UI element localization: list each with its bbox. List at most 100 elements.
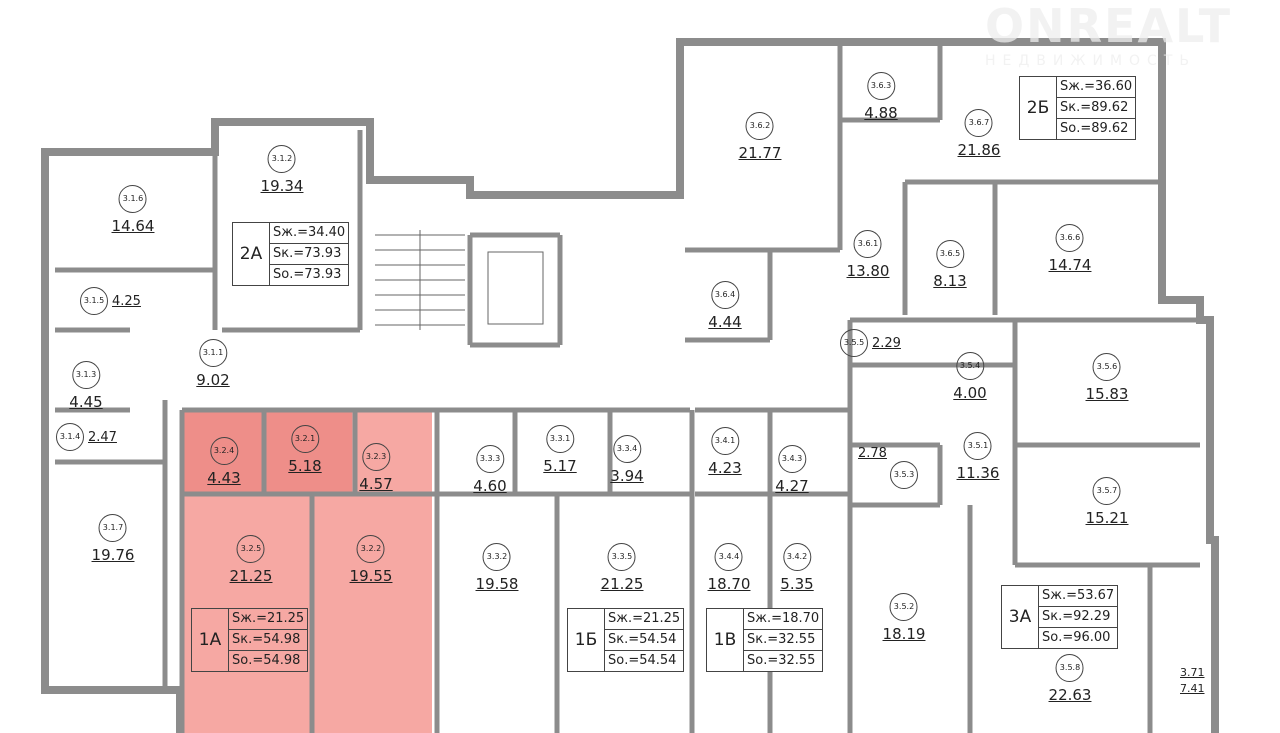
- room-number: 3.1.1: [199, 339, 227, 367]
- room-3-1-1[interactable]: 3.1.1 9.02: [196, 339, 230, 389]
- living-area: Sж.=34.40: [270, 223, 349, 244]
- room-number: 3.1.4: [56, 423, 84, 451]
- kitchen-area: Sк.=89.62: [1057, 98, 1136, 119]
- room-area: 4.45: [69, 393, 103, 411]
- room-area: 5.18: [288, 457, 322, 475]
- living-area: Sж.=21.25: [229, 609, 308, 630]
- living-area: Sж.=21.25: [605, 609, 684, 630]
- room-area: 15.83: [1085, 385, 1129, 403]
- room-number: 3.1.2: [267, 145, 296, 173]
- room-area: 9.02: [196, 371, 230, 389]
- room-area: 4.00: [953, 384, 987, 402]
- kitchen-area: Sк.=92.29: [1039, 607, 1118, 628]
- total-area: Sо.=54.54: [608, 653, 677, 668]
- room-number: 3.3.3: [476, 445, 504, 473]
- total-area: Sо.=89.62: [1060, 121, 1129, 136]
- apartment-code: 2Б: [1020, 77, 1057, 139]
- room-number: 3.5.2: [889, 593, 918, 621]
- room-number: 3.3.4: [613, 435, 641, 463]
- room-area: 21.25: [600, 575, 644, 593]
- room-area: 4.23: [708, 459, 742, 477]
- room-area: 19.76: [91, 546, 135, 564]
- living-area: Sж.=36.60: [1057, 77, 1136, 98]
- room-area: 2.29: [872, 335, 901, 351]
- room-3-5-4[interactable]: 3.5.4 4.00: [953, 352, 987, 402]
- room-number: 3.6.1: [853, 230, 882, 258]
- room-3-2-5[interactable]: 3.2.5 21.25: [229, 535, 273, 585]
- room-number: 3.3.2: [482, 543, 511, 571]
- total-area: Sо.=73.93: [273, 267, 342, 282]
- room-number: 3.5.4: [956, 352, 984, 380]
- apartment-code: 1А: [192, 609, 229, 671]
- room-area: 21.25: [229, 567, 273, 585]
- room-number: 3.6.2: [745, 112, 774, 140]
- room-number: 3.2.2: [356, 535, 385, 563]
- room-3-1-3[interactable]: 3.1.3 4.45: [69, 361, 103, 411]
- room-number: 3.1.3: [72, 361, 100, 389]
- room-number: 3.5.8: [1055, 654, 1084, 682]
- room-area: 8.13: [933, 272, 967, 290]
- room-area: 4.57: [359, 475, 393, 493]
- room-3-6-6[interactable]: 3.6.6 14.74: [1048, 224, 1092, 274]
- kitchen-area: Sк.=32.55: [744, 630, 823, 651]
- room-3-2-3[interactable]: 3.2.3 4.57: [359, 443, 393, 493]
- balcony-area-1: 3.71: [1180, 666, 1205, 679]
- room-number: 3.2.3: [362, 443, 390, 471]
- balcony-area-2: 7.41: [1180, 682, 1205, 695]
- room-area: 14.74: [1048, 256, 1092, 274]
- room-area: 21.86: [957, 141, 1001, 159]
- room-number: 3.4.4: [714, 543, 743, 571]
- room-number: 3.4.3: [778, 445, 806, 473]
- room-number: 3.1.5: [80, 287, 108, 315]
- room-area: 14.64: [111, 217, 155, 235]
- total-area: Sо.=32.55: [747, 653, 816, 668]
- room-number: 3.2.5: [236, 535, 265, 563]
- room-area: 4.43: [207, 469, 241, 487]
- room-number: 3.4.2: [783, 543, 811, 571]
- living-area: Sж.=18.70: [744, 609, 823, 630]
- room-number: 3.6.4: [711, 281, 739, 309]
- stairs: [375, 230, 544, 330]
- room-area: 11.36: [956, 464, 1000, 482]
- room-number: 3.3.1: [546, 425, 574, 453]
- outer-wall: [41, 38, 1219, 733]
- room-number: 3.6.6: [1055, 224, 1084, 252]
